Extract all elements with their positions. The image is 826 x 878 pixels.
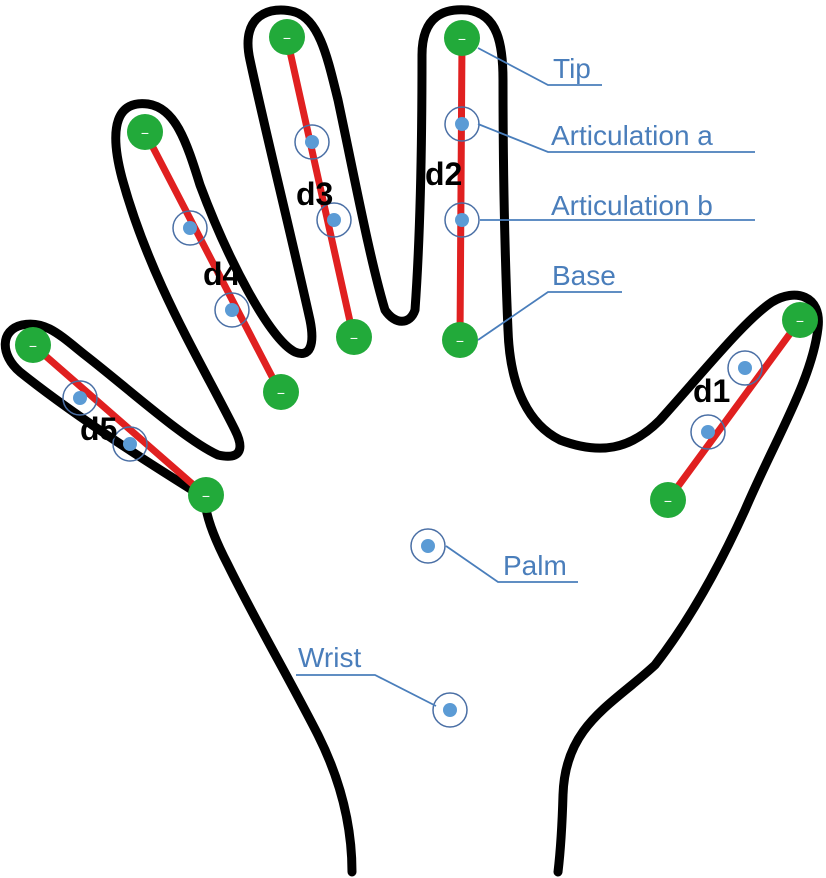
label-wrist: Wrist bbox=[298, 642, 361, 673]
tip-d1: − bbox=[782, 302, 818, 338]
callout-tip bbox=[477, 47, 602, 86]
digit-label-d2: d2 bbox=[425, 156, 462, 192]
joint-d1-b bbox=[690, 414, 726, 450]
callout-base bbox=[477, 291, 622, 341]
endpoint-markers: − − − − − − − − − − bbox=[15, 19, 818, 518]
label-palm: Palm bbox=[503, 550, 567, 581]
tip-d5: − bbox=[15, 327, 51, 363]
base-d3: − bbox=[336, 319, 372, 355]
svg-text:−: − bbox=[202, 488, 210, 504]
svg-text:−: − bbox=[456, 333, 464, 349]
svg-text:−: − bbox=[796, 313, 804, 329]
joint-d2-b bbox=[444, 202, 480, 238]
bone-lines bbox=[29, 34, 804, 504]
bone-line-d4 bbox=[141, 128, 284, 396]
joint-d4-a bbox=[172, 210, 208, 246]
svg-text:−: − bbox=[141, 125, 149, 141]
digit-label-d3: d3 bbox=[296, 176, 333, 212]
hand-outline bbox=[0, 5, 823, 877]
base-d2: − bbox=[442, 322, 478, 358]
tip-d2: − bbox=[444, 20, 480, 56]
svg-text:−: − bbox=[664, 493, 672, 509]
joint-d5-b bbox=[112, 426, 148, 462]
joint-d5-a bbox=[62, 380, 98, 416]
svg-text:−: − bbox=[458, 31, 466, 47]
base-d5: − bbox=[188, 477, 224, 513]
svg-text:−: − bbox=[283, 30, 291, 46]
digit-label-d5: d5 bbox=[80, 411, 117, 447]
callout-lines bbox=[296, 47, 755, 707]
base-d1: − bbox=[650, 482, 686, 518]
label-articulation-b: Articulation b bbox=[551, 190, 713, 221]
joint-d4-b bbox=[214, 292, 250, 328]
svg-text:−: − bbox=[29, 338, 37, 354]
bone-line-d1 bbox=[664, 316, 804, 504]
bone-line-d5 bbox=[29, 341, 209, 499]
palm-point bbox=[410, 528, 446, 564]
tip-d3: − bbox=[269, 19, 305, 55]
digit-label-d4: d4 bbox=[203, 256, 241, 292]
wrist-point bbox=[432, 692, 468, 728]
svg-text:−: − bbox=[350, 330, 358, 346]
label-tip: Tip bbox=[553, 53, 591, 84]
svg-text:−: − bbox=[277, 385, 285, 401]
joint-d3-b bbox=[316, 202, 352, 238]
tip-d4: − bbox=[127, 114, 163, 150]
callout-articulation-a bbox=[477, 123, 755, 153]
bone-line-d3 bbox=[283, 34, 357, 339]
callout-wrist bbox=[296, 674, 437, 707]
label-articulation-a: Articulation a bbox=[551, 120, 713, 151]
joint-d1-a bbox=[727, 350, 763, 386]
digit-label-d1: d1 bbox=[693, 373, 730, 409]
callout-palm bbox=[445, 545, 578, 583]
joint-d3-a bbox=[294, 124, 330, 160]
label-base: Base bbox=[552, 260, 616, 291]
bone-line-d2 bbox=[456, 36, 466, 344]
base-d4: − bbox=[263, 374, 299, 410]
